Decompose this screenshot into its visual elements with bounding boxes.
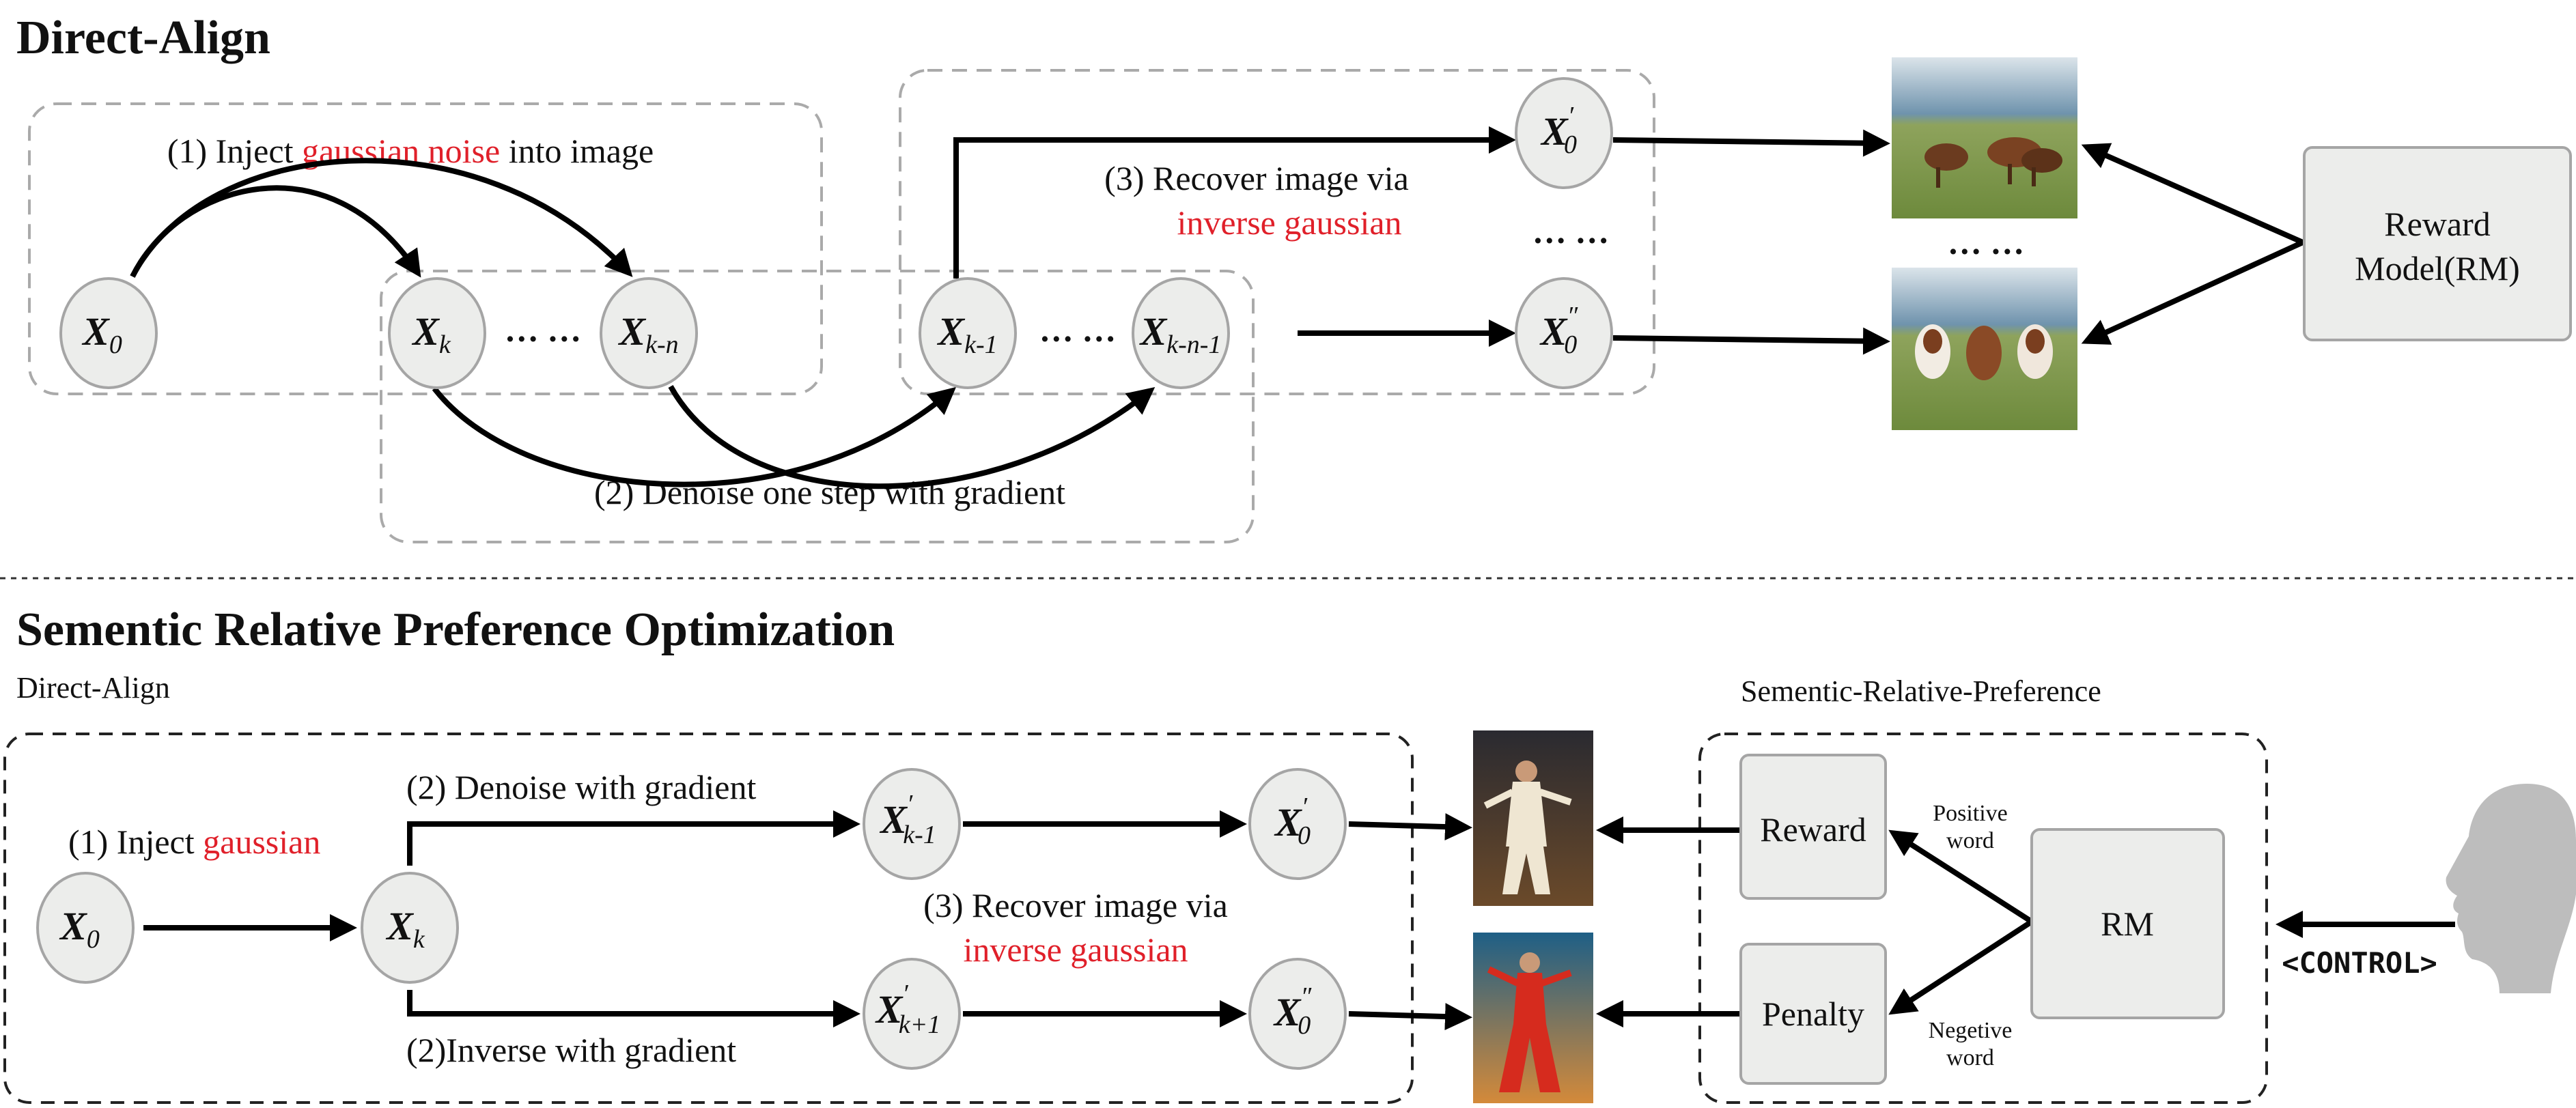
ellipsis: … … bbox=[1948, 223, 2025, 261]
arrow-xk-to-xkp1 bbox=[407, 990, 860, 1027]
svg-text:X′k-1: X′k-1 bbox=[879, 790, 936, 849]
svg-text:X′0: X′0 bbox=[1540, 102, 1577, 159]
human-head-icon bbox=[2446, 784, 2576, 993]
inject-noise-group bbox=[28, 102, 823, 395]
recover-label-red: inverse gaussian bbox=[963, 931, 1188, 969]
step2-label: (2) Denoise one step with gradient bbox=[594, 473, 1065, 511]
top-title: Direct-Align bbox=[16, 12, 270, 64]
arrow-x0-to-xkn bbox=[130, 158, 633, 278]
arrow-rm-to-penalty bbox=[1888, 919, 2034, 1015]
arrow-x0pp-to-image bbox=[1612, 327, 1890, 355]
node-xkn: Xk-n bbox=[600, 277, 698, 389]
ellipsis: … … bbox=[1039, 311, 1117, 349]
arrow-x0pp-to-image bbox=[1348, 1003, 1472, 1031]
arrow-xk-to-xk1 bbox=[432, 386, 957, 487]
node-xkn1: Xk-n-1 bbox=[1132, 277, 1230, 389]
positive-word-label: Positive bbox=[1933, 801, 2008, 826]
arrow-xk1-to-x0p bbox=[953, 126, 1516, 279]
arrow-xkn-to-xkn1 bbox=[668, 385, 1156, 489]
ellipsis: … … bbox=[1532, 212, 1610, 251]
denoise-group bbox=[380, 270, 1255, 543]
reward-label: Reward bbox=[1760, 810, 1866, 849]
direct-align-label: Direct-Align bbox=[16, 671, 170, 705]
node-x0-double-prime: X″0 bbox=[1515, 277, 1613, 389]
svg-text:X″0: X″0 bbox=[1273, 982, 1313, 1040]
arrow-rm-to-image1 bbox=[2081, 143, 2304, 245]
rm-box bbox=[2030, 828, 2225, 1019]
svg-text:Xk: Xk bbox=[411, 309, 451, 359]
penalty-label: Penalty bbox=[1762, 995, 1864, 1033]
step1-label: (1) Inject gaussian noise into image bbox=[167, 132, 654, 170]
node-x0: X0 bbox=[36, 872, 135, 984]
generated-image-cows-2 bbox=[1892, 268, 2077, 430]
arrow-x0p-to-image bbox=[1348, 813, 1472, 841]
negative-word-label: word bbox=[1946, 1045, 1994, 1070]
svg-text:X′0: X′0 bbox=[1274, 793, 1311, 850]
node-x0-double-prime: X″0 bbox=[1248, 958, 1347, 1070]
svg-text:X0: X0 bbox=[59, 904, 100, 954]
srp-group bbox=[1698, 733, 2268, 1104]
direct-align-group bbox=[3, 733, 1414, 1104]
node-xk: Xk bbox=[388, 277, 486, 389]
generated-image-performer-2 bbox=[1473, 933, 1593, 1103]
negative-word-label: Negetive bbox=[1929, 1018, 2013, 1043]
svg-text:X″0: X″0 bbox=[1539, 302, 1579, 359]
node-x0-prime: X′0 bbox=[1248, 768, 1347, 880]
reward-model-label: Reward bbox=[2384, 205, 2491, 243]
recover-group bbox=[899, 69, 1655, 395]
svg-text:Xk-n-1: Xk-n-1 bbox=[1139, 309, 1222, 359]
node-x0-prime: X′0 bbox=[1515, 77, 1613, 189]
srp-label: Sementic-Relative-Preference bbox=[1741, 674, 2101, 708]
reward-model-label: Model(RM) bbox=[2355, 249, 2520, 287]
rm-label: RM bbox=[2101, 905, 2154, 943]
svg-text:X′k+1: X′k+1 bbox=[875, 980, 941, 1039]
control-label: <CONTROL> bbox=[2282, 946, 2437, 980]
denoise-label: (2) Denoise with gradient bbox=[406, 768, 756, 806]
inverse-label: (2)Inverse with gradient bbox=[406, 1031, 736, 1069]
penalty-box bbox=[1739, 943, 1887, 1085]
bottom-title: Sementic Relative Preference Optimizatio… bbox=[16, 603, 895, 656]
arrow-x0-to-xk bbox=[130, 185, 421, 278]
svg-text:X0: X0 bbox=[81, 309, 122, 359]
arrow-xk-to-xk1 bbox=[407, 810, 860, 866]
arrow-rm-to-image2 bbox=[2081, 240, 2304, 345]
node-xk1-prime: X′k-1 bbox=[863, 768, 961, 880]
svg-text:Xk-n: Xk-n bbox=[617, 309, 678, 359]
ellipsis: … … bbox=[505, 311, 582, 349]
positive-word-label: word bbox=[1946, 828, 1994, 853]
node-xkp1-prime: X′k+1 bbox=[863, 958, 961, 1070]
generated-image-cows-1 bbox=[1892, 57, 2077, 218]
svg-text:Xk-1: Xk-1 bbox=[936, 309, 997, 359]
node-xk: Xk bbox=[361, 872, 459, 984]
step3-label-red: inverse gaussian bbox=[1177, 203, 1401, 242]
inject-label: (1) Inject gaussian bbox=[68, 823, 320, 861]
arrow-rm-to-reward bbox=[1888, 829, 2034, 924]
reward-model-box bbox=[2303, 146, 2572, 341]
node-x0: X0 bbox=[59, 277, 158, 389]
recover-label: (3) Recover image via bbox=[923, 886, 1228, 924]
step3-label: (3) Recover image via bbox=[1104, 159, 1409, 197]
svg-text:Xk: Xk bbox=[385, 904, 425, 954]
reward-box bbox=[1739, 754, 1887, 900]
arrow-x0p-to-image bbox=[1612, 129, 1890, 157]
generated-image-performer-1 bbox=[1473, 730, 1593, 906]
node-xk1: Xk-1 bbox=[919, 277, 1017, 389]
